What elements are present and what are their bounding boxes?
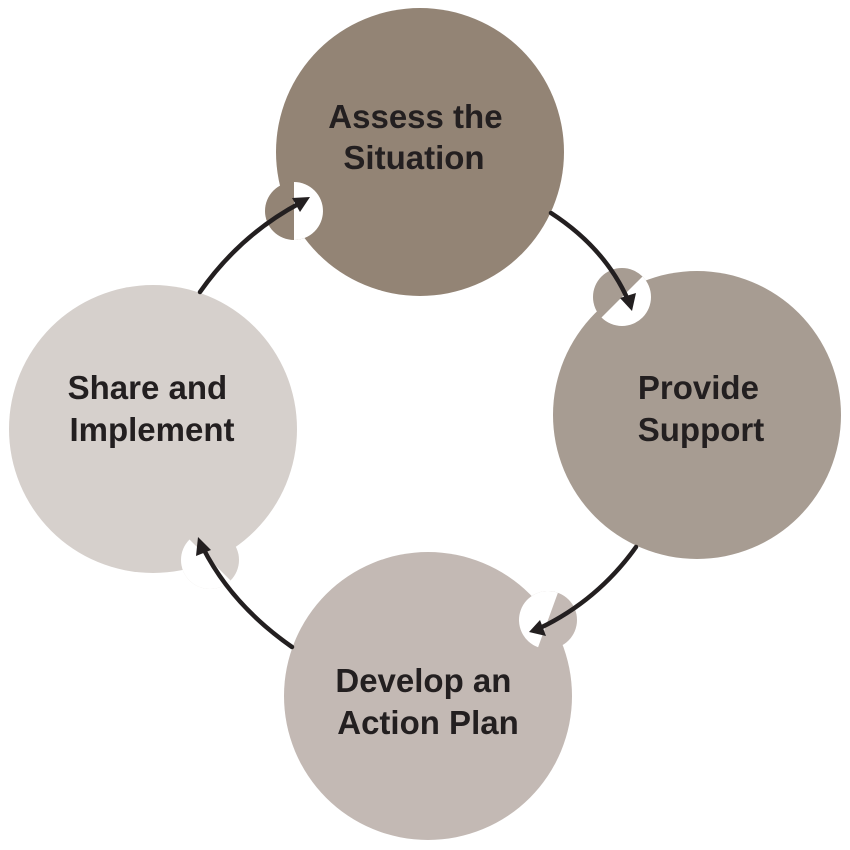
- circle-share: [9, 285, 297, 573]
- label-share: Share and Implement: [68, 369, 237, 448]
- arrow-develop-to-share: [196, 537, 295, 650]
- connector-dot-assess: [265, 182, 323, 240]
- label-assess: Assess the Situation: [328, 98, 511, 176]
- arrow-support-to-develop: [529, 544, 639, 636]
- label-support: Provide Support: [638, 369, 768, 448]
- label-develop: Develop an Action Plan: [335, 662, 520, 741]
- connector-dot-develop: [519, 591, 577, 649]
- arrow-share-to-assess: [197, 197, 310, 295]
- circle-develop: [284, 552, 572, 840]
- arrow-assess-to-support: [548, 210, 636, 311]
- circle-assess: [276, 8, 564, 296]
- circle-support: [553, 271, 841, 559]
